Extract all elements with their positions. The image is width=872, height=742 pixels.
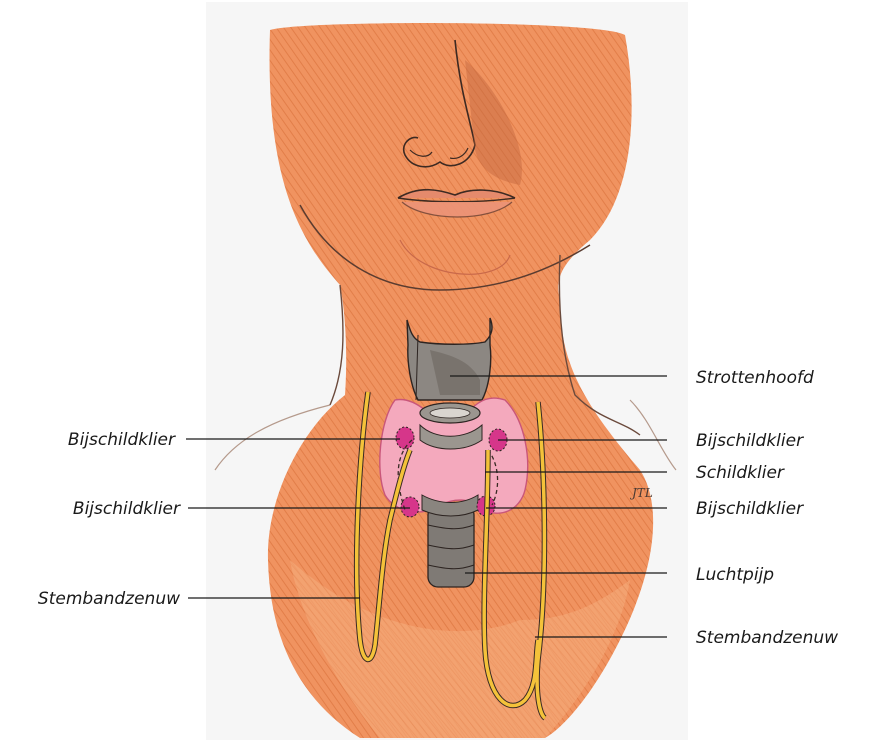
label-parathyroid-left-upper: Bijschildklier — [68, 430, 176, 450]
label-parathyroid-left-lower: Bijschildklier — [73, 499, 181, 519]
label-nerve-left: Stembandzenuw — [38, 589, 180, 609]
label-larynx: Strottenhoofd — [696, 368, 814, 388]
label-trachea: Luchtpijp — [696, 565, 774, 585]
label-thyroid: Schildklier — [696, 463, 785, 483]
thyroid-gland — [380, 398, 528, 516]
artist-signature: JTL — [629, 486, 653, 500]
label-parathyroid-right-lower: Bijschildklier — [696, 499, 804, 519]
label-nerve-right: Stembandzenuw — [696, 628, 838, 648]
trachea — [428, 505, 474, 587]
parathyroid-left-upper — [396, 427, 414, 449]
label-parathyroid-right-upper: Bijschildklier — [696, 431, 804, 451]
